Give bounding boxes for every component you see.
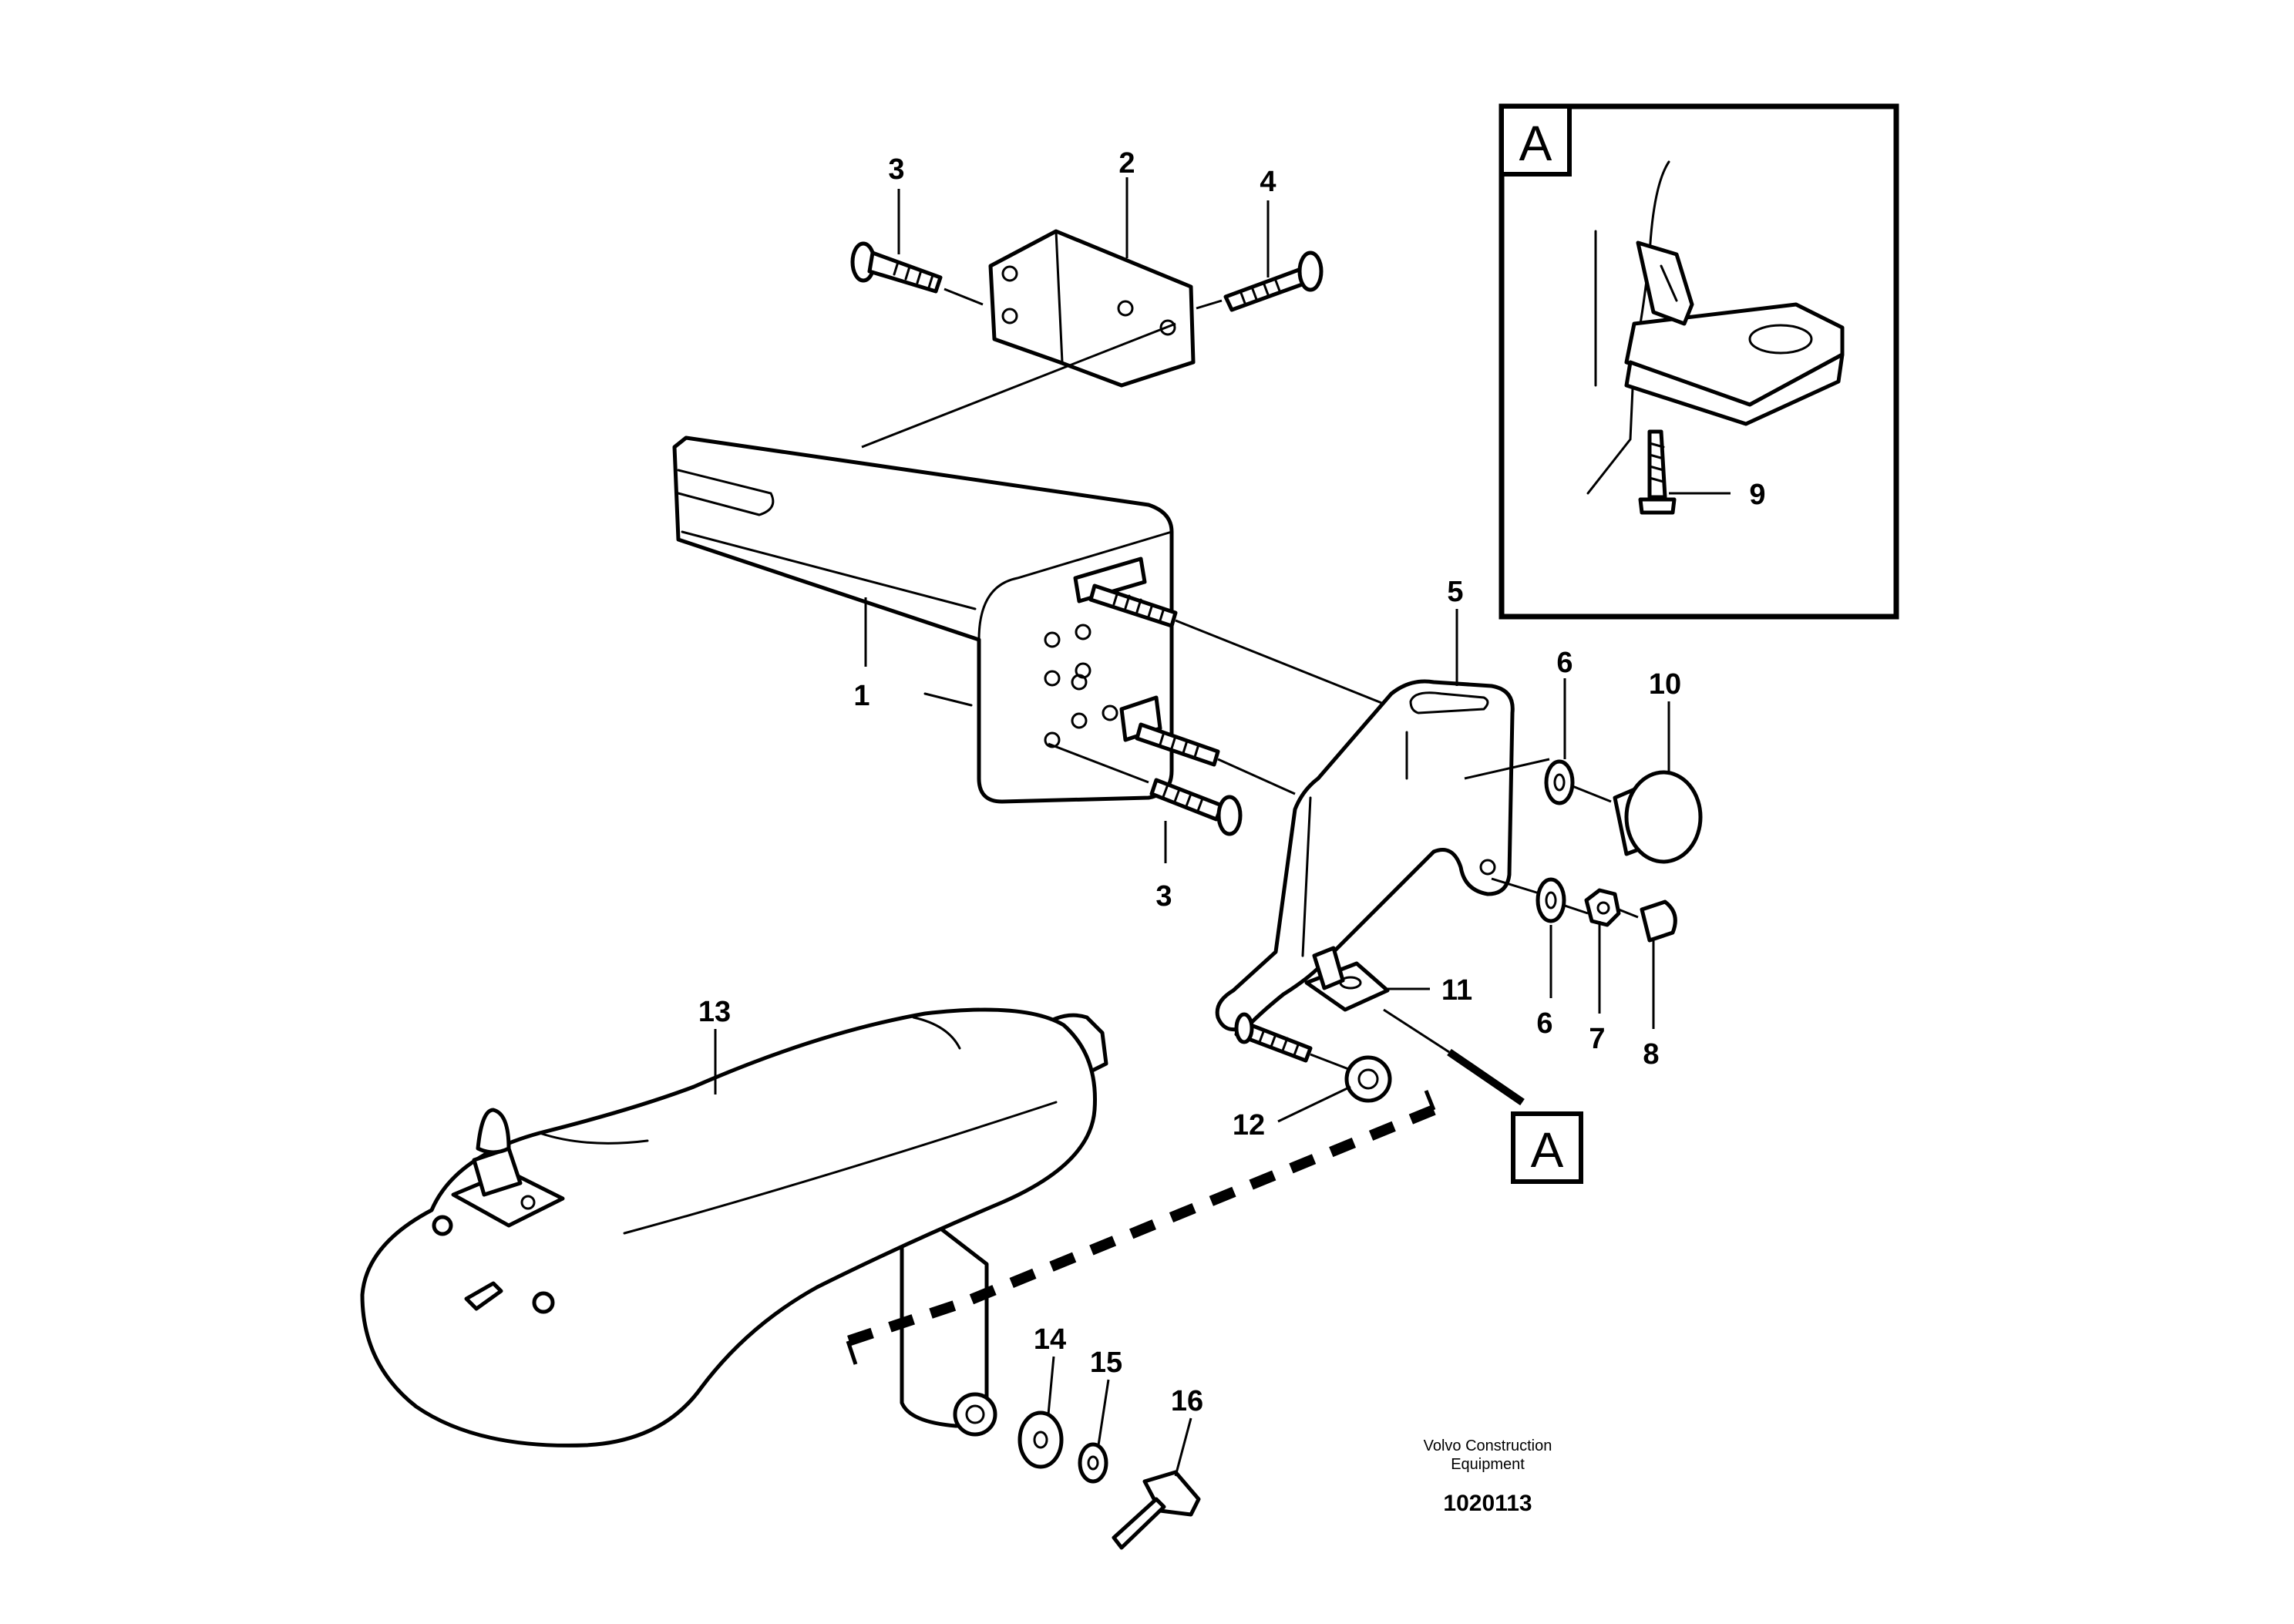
credit-line-1: Volvo Construction [1424, 1437, 1552, 1454]
drawing-number: 1020113 [1443, 1491, 1532, 1516]
bracket-part-2 [988, 229, 1196, 388]
dashed-assembly-line [846, 1090, 1436, 1365]
callout-3-lower: 3 [1155, 880, 1172, 913]
nut-part-7 [1584, 888, 1639, 927]
callout-1: 1 [853, 680, 870, 712]
callout-16: 16 [1171, 1385, 1203, 1417]
callout-labels: 3 2 4 1 3 5 6 10 9 11 6 7 8 12 13 14 15 … [698, 147, 1766, 1417]
t-bolt-lower [1119, 695, 1296, 795]
knob-part-10 [1613, 770, 1703, 864]
armrest-pad-part-13 [360, 1007, 1108, 1447]
callout-10: 10 [1649, 668, 1681, 701]
callout-6-upper: 6 [1556, 647, 1572, 679]
bushing-part-14 [953, 1392, 1064, 1469]
detail-reference-a: A [1383, 1008, 1583, 1184]
slide-pad-part-11 [1304, 946, 1430, 1012]
callout-2: 2 [1118, 147, 1135, 180]
callout-9: 9 [1749, 479, 1765, 511]
cap-part-8 [1640, 899, 1677, 943]
washer-part-6-lower [1536, 877, 1589, 923]
lever-handle-part-16 [1112, 1470, 1201, 1550]
detail-reference-label: A [1531, 1122, 1564, 1178]
credit-line-2: Equipment [1451, 1456, 1525, 1473]
washer-part-15 [1078, 1442, 1108, 1484]
callout-8: 8 [1643, 1038, 1659, 1071]
bolt-part-3-upper [850, 241, 984, 306]
main-bracket-part-1 [672, 322, 1176, 804]
callout-15: 15 [1090, 1347, 1122, 1379]
callout-4: 4 [1260, 166, 1276, 198]
callout-7: 7 [1589, 1023, 1605, 1055]
callout-6-lower: 6 [1536, 1007, 1552, 1040]
title-block: Volvo Construction Equipment 1020113 [1424, 1437, 1552, 1516]
armrest-switch [432, 1108, 565, 1314]
bolt-part-4 [1196, 250, 1324, 312]
support-bracket-part-5 [1215, 679, 1550, 1032]
callout-11: 11 [1441, 974, 1472, 1007]
t-bolt-upper [1073, 556, 1388, 707]
callout-13: 13 [698, 996, 731, 1028]
washer-part-6-upper [1544, 759, 1612, 805]
callout-5: 5 [1447, 576, 1463, 608]
detail-view-a: A [1498, 103, 1899, 620]
callout-3-upper: 3 [888, 153, 904, 186]
bolt-part-12 [1234, 1012, 1392, 1103]
callout-14: 14 [1034, 1323, 1066, 1356]
detail-view-label: A [1519, 116, 1552, 171]
bolt-part-3-lower [1048, 742, 1243, 863]
callout-12: 12 [1233, 1109, 1265, 1142]
callout-leaders [714, 177, 1670, 1477]
